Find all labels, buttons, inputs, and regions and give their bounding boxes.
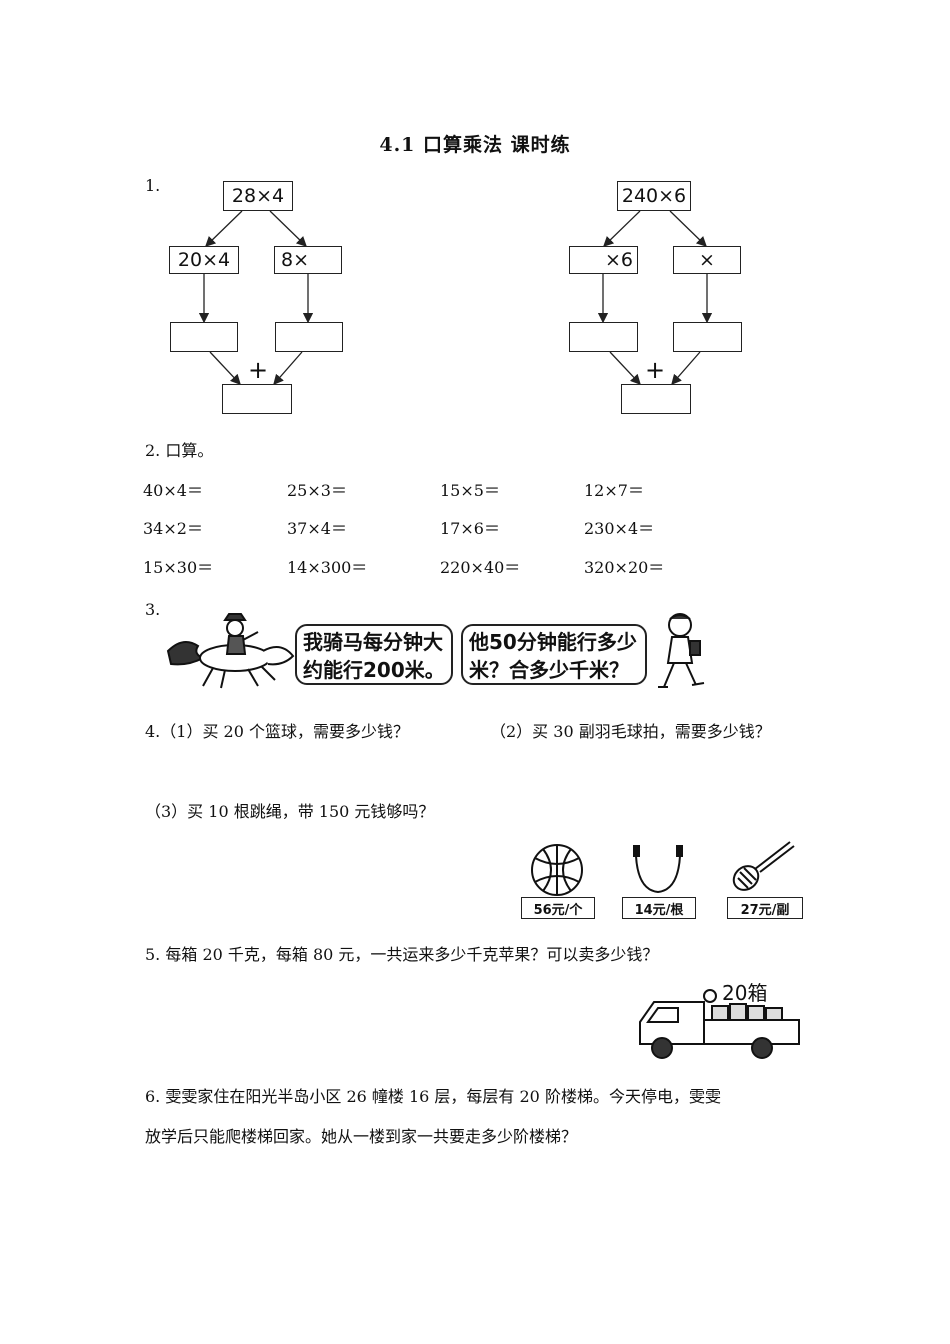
question-2-heading: 2. 口算。	[145, 441, 214, 460]
q1-right-plus: +	[645, 356, 666, 384]
q1-left-result-box[interactable]	[222, 384, 292, 414]
q1-right-result-box[interactable]	[621, 384, 691, 414]
price-tag-basketball: 56元/个	[521, 897, 595, 919]
question-6-line-2: 放学后只能爬楼梯回家。她从一楼到家一共要走多少阶楼梯？	[145, 1127, 578, 1146]
question-4-part-3: （3）买 10 根跳绳，带 150 元钱够吗？	[145, 802, 435, 821]
question-6-line-1: 6. 雯雯家住在阳光半岛小区 26 幢楼 16 层，每层有 20 阶楼梯。今天停…	[145, 1087, 721, 1106]
calc-item: 25×3＝	[287, 481, 347, 500]
calc-item: 230×4＝	[584, 519, 655, 538]
truck-label: 20箱	[722, 981, 768, 1005]
q1-right-mid-right-box[interactable]: ×	[673, 246, 741, 274]
walking-boy-icon	[658, 613, 705, 688]
speech-bubble-rider: 我骑马每分钟大 约能行200米。	[295, 624, 453, 685]
calc-item: 15×30＝	[143, 558, 214, 577]
calc-item: 12×7＝	[584, 481, 644, 500]
calc-item: 320×20＝	[584, 558, 665, 577]
calc-item: 40×4＝	[143, 481, 203, 500]
calc-item: 34×2＝	[143, 519, 203, 538]
badminton-racket-icon	[732, 841, 795, 891]
q1-right-answer-box-2[interactable]	[673, 322, 742, 352]
jump-rope-icon	[633, 845, 683, 894]
q1-left-mid-right-box[interactable]: 8×	[274, 246, 342, 274]
q1-left-plus: +	[248, 356, 269, 384]
basketball-icon	[531, 844, 583, 896]
question-4-part-1: 4.（1）买 20 个篮球，需要多少钱？	[145, 722, 409, 741]
calc-item: 14×300＝	[287, 558, 368, 577]
calc-item: 17×6＝	[440, 519, 500, 538]
price-tag-racket: 27元/副	[727, 897, 803, 919]
speech-bubble-boy: 他50分钟能行多少 米？合多少千米？	[461, 624, 647, 685]
truck-icon	[639, 989, 800, 1059]
q1-left-answer-box-1[interactable]	[170, 322, 238, 352]
q1-arrows	[198, 210, 713, 385]
q1-left-answer-box-2[interactable]	[275, 322, 343, 352]
question-3-number: 3.	[145, 600, 161, 619]
calc-item: 37×4＝	[287, 519, 347, 538]
question-4-part-2: （2）买 30 副羽毛球拍，需要多少钱？	[490, 722, 771, 741]
calc-item: 15×5＝	[440, 481, 500, 500]
q1-right-answer-box-1[interactable]	[569, 322, 638, 352]
q1-left-top-box: 28×4	[223, 181, 293, 211]
price-tag-jump-rope: 14元/根	[622, 897, 696, 919]
q1-right-mid-left-box[interactable]: ×6	[569, 246, 638, 274]
horse-rider-icon	[166, 613, 295, 689]
question-1-number: 1.	[145, 176, 161, 195]
calc-item: 220×40＝	[440, 558, 521, 577]
question-5-text: 5. 每箱 20 千克，每箱 80 元，一共运来多少千克苹果？可以卖多少钱？	[145, 945, 659, 964]
q1-left-mid-left-box: 20×4	[169, 246, 239, 274]
q1-right-top-box: 240×6	[617, 181, 691, 211]
page-title: 4.1 口算乘法 课时练	[379, 134, 571, 156]
